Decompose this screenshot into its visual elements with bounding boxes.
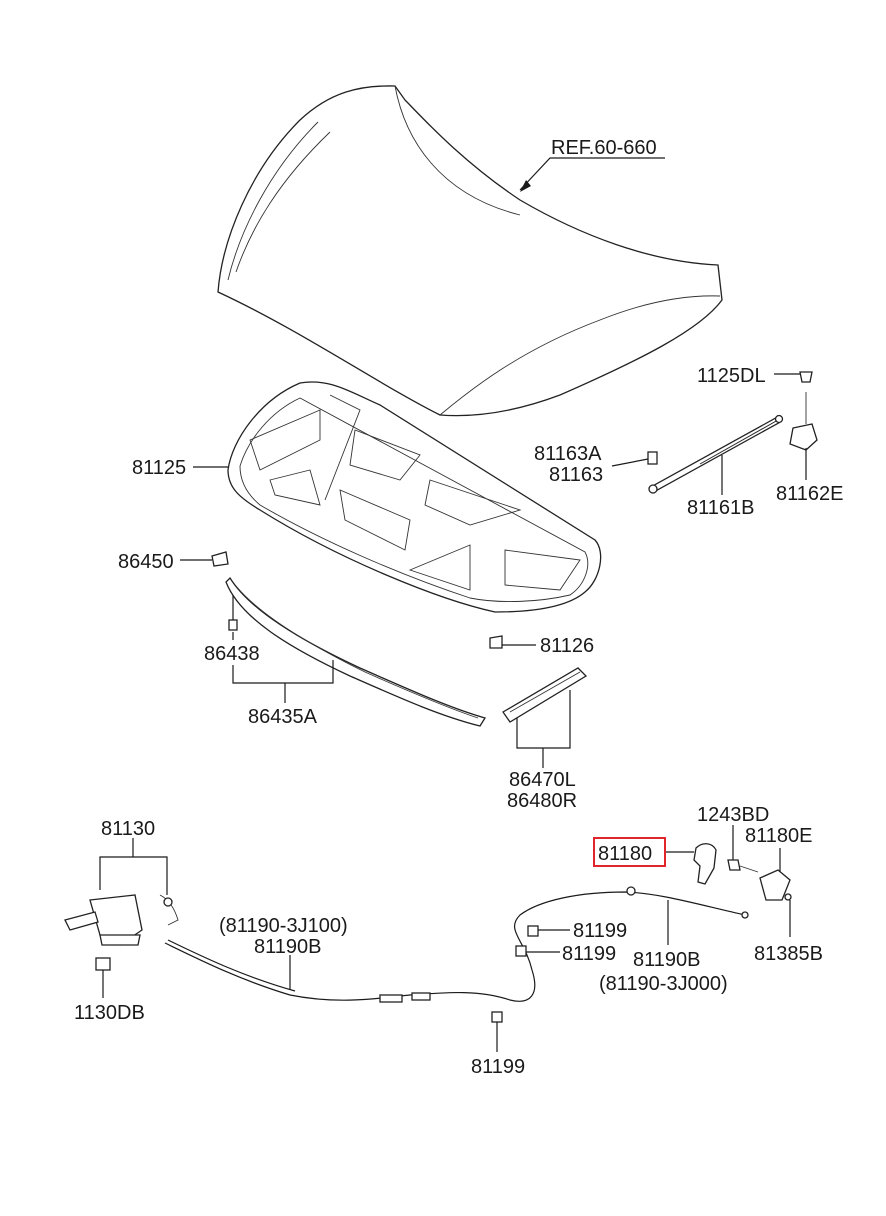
label-81161B: 81161B <box>687 497 754 519</box>
cable-clip-c <box>491 1011 503 1023</box>
label-81163: 81163 <box>549 464 603 486</box>
lever-bolt <box>727 859 741 871</box>
label-81130: 81130 <box>101 818 155 840</box>
cable-clip-b <box>515 945 527 957</box>
label-81199-a: 81199 <box>573 920 627 942</box>
release-handle-assembly <box>759 869 791 901</box>
hood-inner-frame <box>227 381 602 613</box>
hood-bumper <box>489 635 503 649</box>
seal-clip <box>211 551 229 567</box>
label-81190-3J100: (81190-3J100) <box>219 915 348 937</box>
label-1130DB: 1130DB <box>74 1002 145 1024</box>
label-1243BD: 1243BD <box>697 804 769 826</box>
label-86438: 86438 <box>204 643 260 665</box>
label-81190-3J000: (81190-3J000) <box>599 973 728 995</box>
label-81163A: 81163A <box>534 443 602 465</box>
label-81199-c: 81199 <box>471 1056 525 1078</box>
label-81199-b: 81199 <box>562 943 616 965</box>
seal-fastener <box>228 619 238 631</box>
label-86435A: 86435A <box>248 706 318 728</box>
label-81190B-left: 81190B <box>254 936 321 958</box>
highlight-box <box>593 837 666 867</box>
release-lever <box>693 843 717 885</box>
label-81162E: 81162E <box>776 483 843 505</box>
side-seal <box>502 667 588 723</box>
hood-lift-strut <box>648 414 784 494</box>
label-ref: REF.60-660 <box>551 137 657 159</box>
leader-lines <box>99 157 807 1052</box>
release-cables <box>164 886 749 1003</box>
label-81125: 81125 <box>132 457 186 479</box>
label-86450: 86450 <box>118 551 174 573</box>
hood-stopper <box>647 451 658 465</box>
hood-seal-strip <box>225 576 487 727</box>
hood-latch <box>64 894 179 946</box>
label-81180E: 81180E <box>745 825 812 847</box>
latch-bolt <box>95 957 111 971</box>
cable-clip-a <box>527 925 539 937</box>
label-81190B-right: 81190B <box>633 949 700 971</box>
hood-panel <box>217 85 723 417</box>
label-81385B: 81385B <box>754 943 823 965</box>
strut-bracket <box>789 371 818 451</box>
label-81180: 81180 <box>598 843 652 865</box>
label-1125DL: 1125DL <box>697 365 766 387</box>
label-86480R: 86480R <box>507 790 577 812</box>
label-81126: 81126 <box>540 635 594 657</box>
label-86470L: 86470L <box>509 769 576 791</box>
part-labels: REF.60-660 1125DL 81163A 81163 81125 811… <box>74 137 843 1078</box>
handle-screw <box>784 893 792 901</box>
